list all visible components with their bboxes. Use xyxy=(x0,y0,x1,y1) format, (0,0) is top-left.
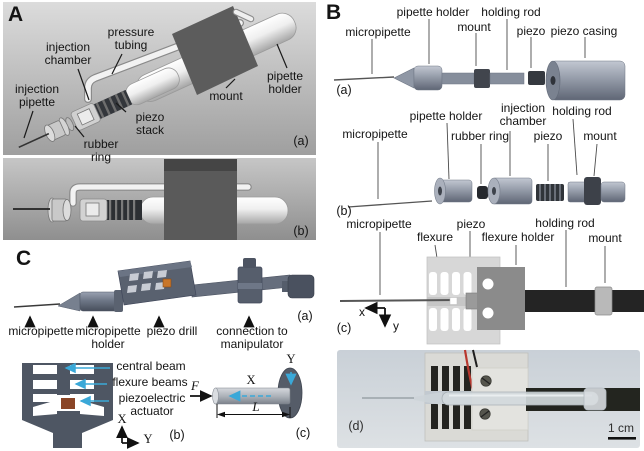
label-c-b-flexure-beams: flexure beams xyxy=(112,375,188,389)
label-b-a-micropipette: micropipette xyxy=(345,25,411,39)
label-b-a-pipette-holder: pipette holder xyxy=(396,5,470,19)
label-injection-chamber: injection chamber xyxy=(44,40,92,68)
label-b-c-mount: mount xyxy=(588,231,622,245)
length-label: L xyxy=(252,399,260,414)
label-c-a-piezo-drill: piezo drill xyxy=(146,324,198,338)
xy-axes-c xyxy=(116,425,140,449)
label-b-c-micropipette: micropipette xyxy=(346,217,412,231)
panel-b-illustration xyxy=(333,19,644,448)
axis-label-x-c: X xyxy=(117,412,127,426)
panel-c-letter: C xyxy=(16,247,32,270)
label-c-b-piezo-actuator: piezoelectric actuator xyxy=(118,391,186,419)
label-c-a-micropipette-holder: micropipette holder xyxy=(75,324,141,352)
label-b-b-micropipette: micropipette xyxy=(342,127,408,141)
subpanel-tag-a-a: (a) xyxy=(293,134,309,148)
label-b-c-piezo: piezo xyxy=(456,217,486,231)
tubing-stub-drawing xyxy=(232,8,255,23)
ribbed-piezo-drawing xyxy=(106,200,142,220)
scale-bar xyxy=(608,437,636,440)
panel-a-leader-lines xyxy=(23,43,288,139)
xy-axes-b xyxy=(364,301,392,328)
actuator-dot xyxy=(162,278,172,288)
label-mount-a: mount xyxy=(209,89,243,103)
label-b-a-mount: mount xyxy=(457,20,491,34)
panel-b-leader-lines xyxy=(371,19,606,295)
label-b-b-injection-chamber: injection chamber xyxy=(499,101,547,129)
panel-b-row-a-drawing xyxy=(333,60,626,101)
glass-pipette xyxy=(441,391,599,406)
panel-a-side-view xyxy=(13,159,289,240)
label-b-b-rubber-ring: rubber ring xyxy=(450,129,510,143)
piezoelectric-actuator-drawing xyxy=(61,398,75,409)
label-b-b-mount: mount xyxy=(583,129,617,143)
pressure-tubing-drawing xyxy=(84,19,244,103)
label-pressure-tubing: pressure tubing xyxy=(107,25,155,53)
axis-label-y-c: Y xyxy=(143,432,153,446)
label-rubber-ring-a: rubber ring xyxy=(83,137,119,165)
mount-block-drawing xyxy=(172,6,258,95)
label-b-b-holding-rod: holding rod xyxy=(552,104,612,118)
label-injection-pipette: injection pipette xyxy=(14,82,60,110)
label-c-a-micropipette: micropipette xyxy=(8,324,74,338)
panel-c-illustration xyxy=(13,258,315,449)
injection-chamber-drawing xyxy=(70,103,101,131)
pipette-hex-nut-drawing xyxy=(44,117,70,142)
piezo-stack-drawing xyxy=(92,89,133,120)
panel-b-photo xyxy=(337,349,640,448)
panel-b-letter: B xyxy=(326,1,342,24)
label-b-b-piezo: piezo xyxy=(533,129,563,143)
label-b-c-holding-rod: holding rod xyxy=(535,216,595,230)
label-b-a-holding-rod: holding rod xyxy=(481,5,541,19)
panel-a-letter: A xyxy=(8,3,24,26)
subpanel-tag-b-c: (c) xyxy=(336,321,352,335)
label-b-c-flexure: flexure xyxy=(416,230,454,244)
subpanel-tag-a-b: (b) xyxy=(293,224,309,238)
label-c-a-connection: connection to manipulator xyxy=(216,324,288,352)
force-label: F xyxy=(191,378,199,393)
black-wire xyxy=(472,349,478,368)
label-b-c-flexure-holder: flexure holder xyxy=(481,230,555,244)
cyan-callout-arrows xyxy=(64,362,110,407)
label-piezo-stack: piezo stack xyxy=(135,110,165,138)
drill-flexure-slots xyxy=(127,270,167,293)
label-b-b-pipette-holder: pipette holder xyxy=(409,109,483,123)
injection-pipette-drawing xyxy=(18,132,50,149)
flexure-schematic xyxy=(22,362,140,449)
pointer-arrows xyxy=(24,315,255,328)
subpanel-tag-c-a: (a) xyxy=(297,309,313,323)
label-pipette-holder-a: pipette holder xyxy=(266,69,304,97)
panel-b-row-c-drawing xyxy=(339,256,644,345)
label-b-a-piezo-casing: piezo casing xyxy=(550,24,618,38)
axis-label-x-b: x xyxy=(359,305,365,319)
panel-a-illustration xyxy=(3,2,316,240)
axis-label-y-b: y xyxy=(393,319,399,333)
subpanel-tag-b-d: (d) xyxy=(348,419,364,433)
panel-b-row-b-drawing xyxy=(347,177,626,208)
scale-label: 1 cm xyxy=(607,421,634,435)
beam-diagram xyxy=(190,367,303,419)
subpanel-tag-c-b: (b) xyxy=(169,428,185,442)
label-b-a-piezo: piezo xyxy=(516,24,546,38)
length-dimension xyxy=(216,404,291,418)
beam-y-label: Y xyxy=(286,352,296,366)
subpanel-tag-b-b: (b) xyxy=(336,204,352,218)
subpanel-tag-b-a: (a) xyxy=(336,83,352,97)
screws xyxy=(479,375,492,420)
label-c-b-central-beam: central beam xyxy=(116,359,186,373)
piezo-drill-render xyxy=(13,258,315,328)
beam-x-label: X xyxy=(246,373,256,387)
subpanel-tag-c-c: (c) xyxy=(295,426,311,440)
